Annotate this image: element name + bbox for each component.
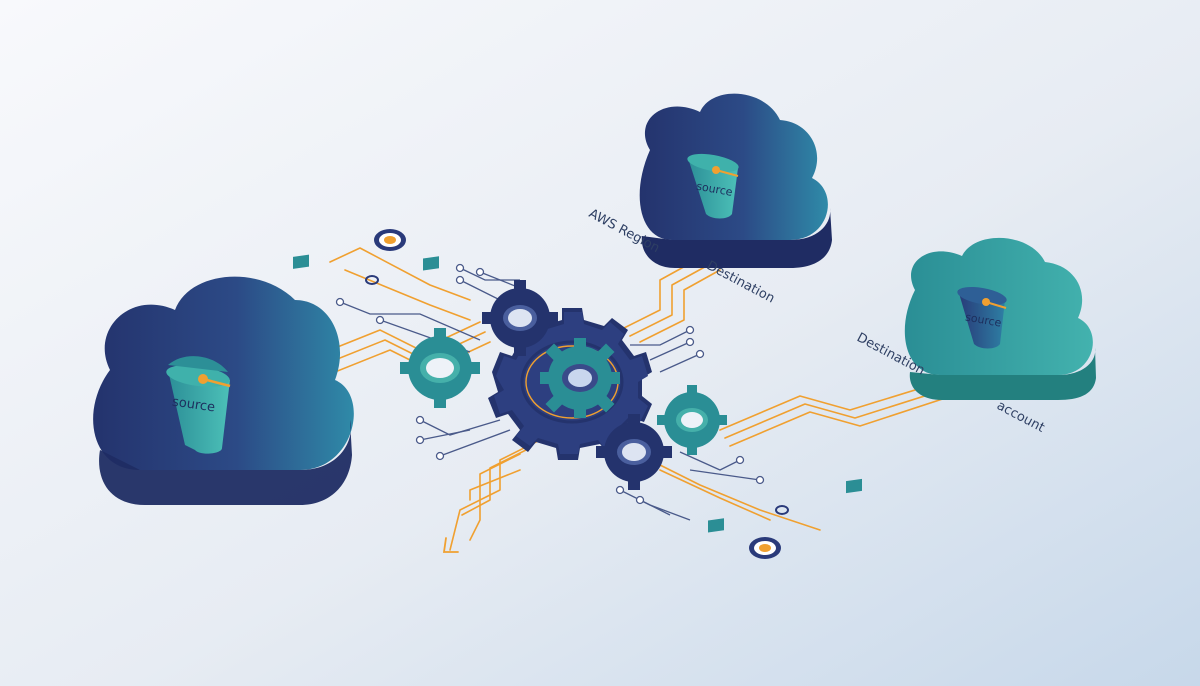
bucket-icon: source bbox=[957, 287, 1007, 349]
circuit-nodes bbox=[335, 263, 765, 505]
bucket-label-left: source bbox=[171, 395, 216, 416]
target-icon bbox=[365, 229, 789, 559]
source-cloud-left: source bbox=[93, 276, 354, 505]
bucket-icon: source bbox=[687, 153, 739, 219]
gear-icon bbox=[400, 280, 727, 490]
destination-cloud-top: source bbox=[639, 93, 832, 268]
bucket-label-right: source bbox=[964, 311, 1002, 330]
destination-cloud-right: source bbox=[904, 237, 1096, 400]
bucket-icon: source bbox=[166, 356, 231, 454]
bucket-label-top: source bbox=[695, 180, 733, 199]
chip-icon bbox=[293, 254, 862, 533]
